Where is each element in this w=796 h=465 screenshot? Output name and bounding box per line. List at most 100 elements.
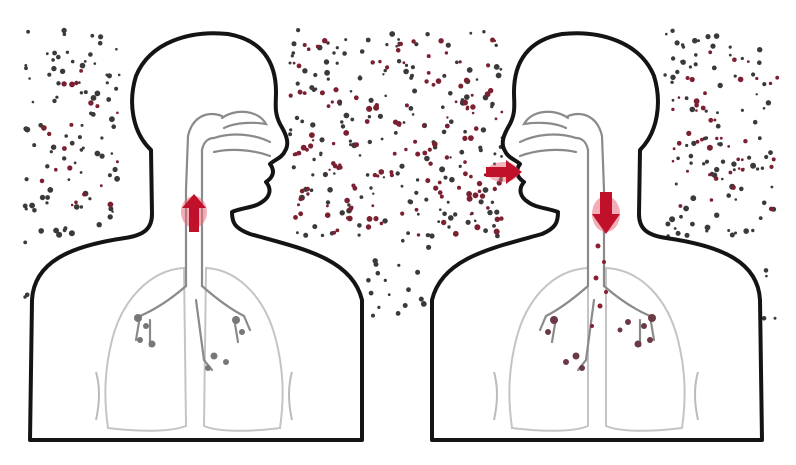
aerosol-particle-red bbox=[710, 198, 714, 202]
aerosol-particle-red bbox=[772, 157, 776, 161]
aerosol-particle bbox=[481, 127, 486, 132]
aerosol-particle-red bbox=[367, 216, 373, 222]
aerosol-particle-red bbox=[462, 136, 467, 141]
aerosol-particle bbox=[403, 69, 409, 75]
left-person-silhouette bbox=[30, 33, 362, 440]
aerosol-particle bbox=[45, 201, 48, 204]
aerosol-particle-red bbox=[88, 100, 93, 105]
aerosol-particle-red bbox=[672, 160, 675, 163]
aerosol-particle bbox=[469, 32, 472, 35]
aerosol-particle-red bbox=[380, 222, 384, 226]
aerosol-particle bbox=[675, 183, 678, 186]
aerosol-particle bbox=[403, 303, 408, 308]
aerosol-particle-red bbox=[343, 130, 349, 136]
aerosol-particle-red bbox=[116, 112, 119, 115]
aerosol-particle bbox=[685, 96, 689, 100]
aerosol-particle bbox=[69, 230, 75, 236]
aerosol-particle bbox=[66, 51, 69, 54]
aerosol-particle-red bbox=[54, 168, 58, 172]
aerosol-particle-red bbox=[425, 178, 430, 183]
aerosol-particle bbox=[751, 72, 755, 76]
aerosol-particle bbox=[714, 33, 720, 39]
aerosol-particle-red bbox=[747, 60, 750, 63]
aerosol-particle-red bbox=[474, 224, 480, 230]
aerosol-particle bbox=[366, 278, 371, 283]
aerosol-particle bbox=[766, 100, 771, 105]
right-person bbox=[432, 33, 762, 440]
aerosol-particle bbox=[670, 81, 673, 84]
aerosol-particle-red bbox=[337, 101, 341, 105]
aerosol-particle bbox=[310, 189, 314, 193]
aerosol-particle bbox=[80, 63, 86, 69]
aerosol-particle-red bbox=[415, 208, 419, 212]
aerosol-particle bbox=[689, 65, 692, 68]
aerosol-particle bbox=[372, 193, 374, 195]
aerosol-particle-red bbox=[116, 160, 119, 163]
aerosol-particle-red bbox=[453, 231, 459, 237]
aerosol-particle bbox=[312, 224, 317, 229]
aerosol-particle bbox=[689, 161, 692, 164]
aerosol-particle bbox=[494, 210, 499, 215]
aerosol-particle bbox=[32, 208, 37, 213]
aerosol-particle-red bbox=[472, 112, 475, 115]
aerosol-particle-red bbox=[404, 148, 407, 151]
aerosol-particle-red bbox=[457, 186, 461, 190]
aerosol-particle bbox=[47, 187, 53, 193]
aerosol-particle bbox=[25, 177, 29, 181]
aerosol-particle-red bbox=[686, 170, 689, 173]
aerosol-particle-red bbox=[708, 118, 713, 123]
aerosol-particle-red bbox=[445, 51, 448, 54]
aerosol-particle-red bbox=[707, 145, 713, 151]
aerosol-particle bbox=[731, 161, 736, 166]
aerosol-particle-red bbox=[40, 179, 45, 184]
aerosol-particle-red bbox=[327, 104, 331, 108]
aerosol-particle bbox=[424, 156, 430, 162]
aerosol-particle bbox=[366, 173, 370, 177]
aerosol-particle bbox=[494, 64, 500, 70]
aerosol-particle-red bbox=[398, 124, 401, 127]
aerosol-particle bbox=[51, 66, 56, 71]
aerosol-particle-red bbox=[671, 108, 674, 111]
aerosol-particle-red bbox=[455, 100, 458, 103]
aerosol-particle-red bbox=[432, 141, 438, 147]
aerosol-particle-red bbox=[474, 126, 479, 131]
aerosol-particle bbox=[447, 201, 450, 204]
aerosol-particle-red bbox=[307, 47, 311, 51]
aerosol-particle bbox=[479, 199, 484, 204]
aerosol-particle-red bbox=[309, 134, 312, 137]
aerosol-particle-red bbox=[486, 63, 490, 67]
aerosol-particle bbox=[292, 165, 296, 169]
aerosol-particle bbox=[426, 245, 431, 250]
aerosol-particle bbox=[747, 156, 751, 160]
aerosol-particle bbox=[71, 60, 75, 64]
aerosol-particle bbox=[757, 60, 762, 65]
aerosol-particle-red bbox=[326, 205, 329, 208]
aerosol-particle bbox=[419, 297, 424, 302]
aerosol-particle bbox=[733, 168, 736, 171]
aerosol-particle bbox=[685, 233, 690, 238]
aerosol-particle-red bbox=[490, 38, 495, 43]
aerosol-particle bbox=[411, 65, 415, 69]
aerosol-particle-red bbox=[769, 82, 772, 85]
aerosol-particle bbox=[295, 116, 299, 120]
aerosol-particle bbox=[38, 228, 44, 234]
aerosol-particle bbox=[359, 154, 362, 157]
aerosol-particle bbox=[23, 126, 28, 131]
aerosol-particle-red bbox=[308, 143, 313, 148]
aerosol-particle-red bbox=[686, 76, 690, 80]
aerosol-particle bbox=[408, 199, 412, 203]
aerosol-particle-red bbox=[297, 64, 302, 69]
aerosol-particle bbox=[46, 52, 49, 55]
aerosol-particle bbox=[727, 229, 730, 232]
aerosol-particle-red bbox=[495, 217, 500, 222]
aerosol-particle-red bbox=[320, 90, 325, 95]
aerosol-particle bbox=[410, 74, 414, 78]
aerosol-particle bbox=[466, 220, 471, 225]
aerosol-particle-red bbox=[464, 78, 470, 84]
aerosol-particle bbox=[324, 59, 329, 64]
aerosol-particle bbox=[750, 163, 756, 169]
aerosol-particle bbox=[381, 138, 384, 141]
aerosol-particle-red bbox=[69, 82, 75, 88]
aerosol-particle bbox=[377, 306, 380, 309]
